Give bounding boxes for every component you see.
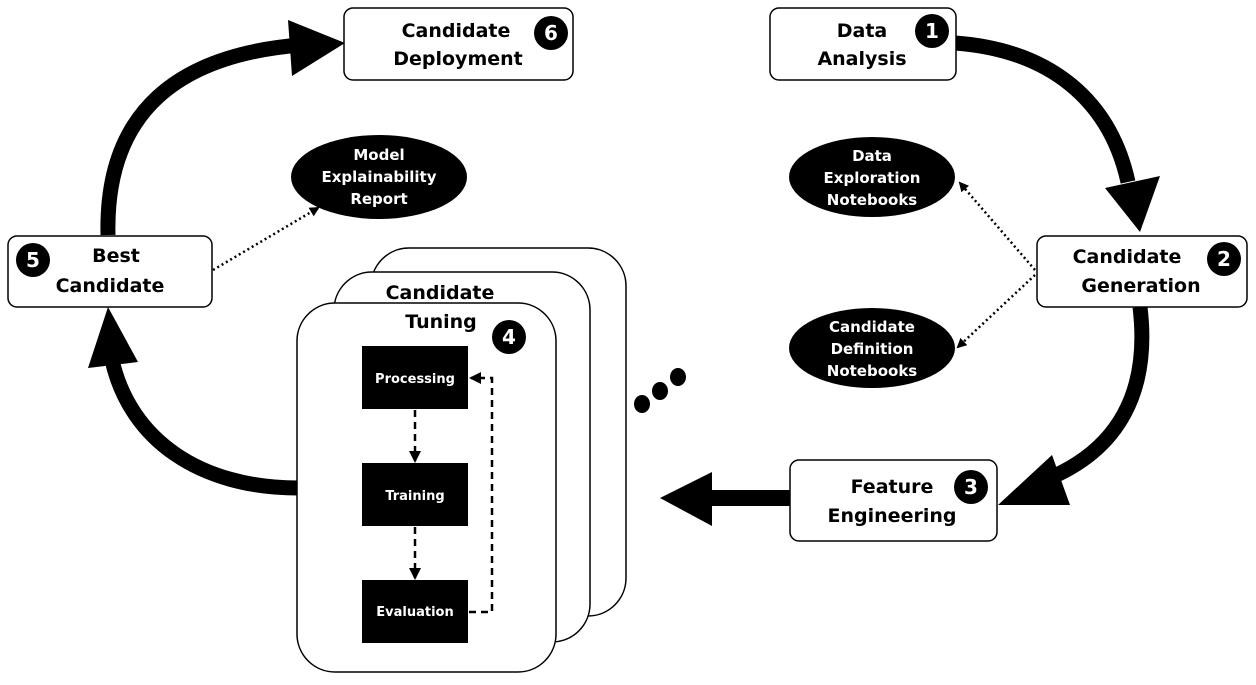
step-number-badge <box>16 243 50 277</box>
stage-evaluation-box <box>362 580 468 643</box>
artifact-candidate-definition-line2: Definition <box>831 340 914 358</box>
step-candidate-deployment-line2: Deployment <box>393 48 523 70</box>
step-number-1: 1 <box>925 19 939 43</box>
step-data-analysis: Data Analysis 1 <box>769 7 957 81</box>
artifact-data-exploration-line2: Exploration <box>824 169 921 187</box>
dotted-link-to-data-exploration <box>958 181 1036 271</box>
artifact-model-explainability-report: Model Explainability Report <box>291 135 467 219</box>
artifact-data-exploration-notebooks: Data Exploration Notebooks <box>789 137 955 217</box>
step-data-analysis-line2: Analysis <box>817 48 906 70</box>
stage-processing-box <box>362 346 468 409</box>
arrowhead-to-features <box>998 455 1070 505</box>
flow-arrow-generation-to-features <box>1042 306 1150 487</box>
step-candidate-deployment: Candidate Deployment 6 <box>343 7 574 81</box>
artifact-model-explainability-line2: Explainability <box>322 168 437 186</box>
step-number-badge <box>1207 242 1241 276</box>
step-number-badge <box>954 470 988 504</box>
dotted-link-to-candidate-definition <box>956 274 1036 349</box>
step-number-badge <box>915 14 949 48</box>
stage-training-box <box>362 463 468 526</box>
dashed-loop-evaluation-to-processing <box>469 372 494 614</box>
step-candidate-tuning-line1: Candidate <box>386 282 495 304</box>
flow-arrow-features-to-tuning <box>710 490 792 506</box>
stage-processing-label: Processing <box>375 372 455 387</box>
arrowhead-to-best <box>88 307 138 368</box>
step-number-3: 3 <box>964 475 978 499</box>
stage-evaluation-label: Evaluation <box>376 605 453 620</box>
step-number-6: 6 <box>544 21 558 45</box>
candidate-tuning-stack: Candidate Tuning 4 Processing Training E… <box>296 247 627 673</box>
step-number-badge <box>534 16 568 50</box>
artifact-candidate-definition-line3: Notebooks <box>827 362 918 380</box>
step-number-badge <box>492 320 526 354</box>
artifact-data-exploration-line3: Notebooks <box>827 191 918 209</box>
step-best-candidate: Best Candidate 5 <box>7 235 213 308</box>
step-number-5: 5 <box>26 248 40 272</box>
step-best-candidate-line2: Candidate <box>56 275 165 297</box>
step-candidate-generation: Candidate Generation 2 <box>1036 235 1248 308</box>
step-candidate-deployment-line1: Candidate <box>402 20 511 42</box>
step-candidate-tuning-line2: Tuning <box>405 311 477 333</box>
artifact-candidate-definition-line1: Candidate <box>829 318 915 336</box>
artifact-data-exploration-line1: Data <box>852 147 892 165</box>
artifact-model-explainability-line1: Model <box>353 146 404 164</box>
step-candidate-generation-line1: Candidate <box>1073 246 1182 268</box>
arrowhead-to-tuning <box>660 472 712 526</box>
artifact-candidate-definition-notebooks: Candidate Definition Notebooks <box>789 308 955 388</box>
arrowhead-to-generation <box>1105 176 1160 232</box>
step-data-analysis-line1: Data <box>837 20 888 42</box>
step-number-2: 2 <box>1217 247 1231 271</box>
flow-arrow-best-to-deployment <box>100 37 301 236</box>
step-candidate-generation-line2: Generation <box>1081 275 1200 297</box>
arrowhead-to-deployment <box>288 20 345 76</box>
stage-training-label: Training <box>385 489 444 504</box>
flow-arrow-analysis-to-generation <box>954 35 1136 184</box>
step-feature-engineering-line2: Engineering <box>828 505 957 527</box>
dotted-link-to-explainability <box>212 206 320 272</box>
flow-arrow-tuning-to-best <box>104 358 299 496</box>
more-candidates-ellipsis <box>634 368 686 413</box>
step-number-4: 4 <box>502 325 516 349</box>
step-best-candidate-line1: Best <box>92 245 140 267</box>
artifact-model-explainability-line3: Report <box>350 190 407 208</box>
step-feature-engineering-line1: Feature <box>851 476 934 498</box>
step-feature-engineering: Feature Engineering 3 <box>789 459 998 542</box>
